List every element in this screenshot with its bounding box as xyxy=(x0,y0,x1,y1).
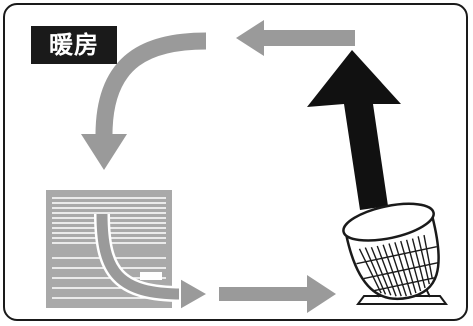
circulator-fan-icon xyxy=(340,197,450,308)
right-arrow-icon xyxy=(219,275,336,313)
up-arrow-icon xyxy=(307,50,401,210)
left-arrow-icon xyxy=(236,20,355,56)
curved-down-arrow-icon xyxy=(81,41,206,170)
